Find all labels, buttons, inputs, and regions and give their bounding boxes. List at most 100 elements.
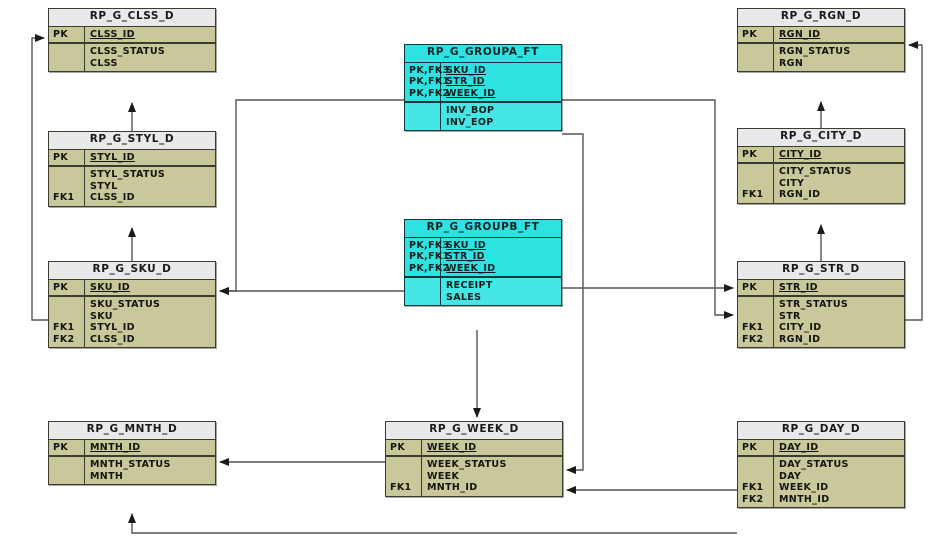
attribute: DAY [779, 470, 802, 482]
pk-key-column: PK,FK3 PK,FK1 PK,FK2 [405, 62, 450, 102]
entity-pk-section: PK WEEK_ID [386, 439, 562, 458]
entity-rp-g-str-d[interactable]: RP_G_STR_D PK STR_ID FK1 FK2 STR_STATUS … [737, 261, 905, 349]
attr-column: STYL_STATUS STYL CLSS_ID [85, 167, 215, 206]
attribute: CITY_ID [779, 148, 822, 160]
key-label: FK1 [742, 482, 764, 494]
attribute: STR_STATUS [779, 299, 849, 311]
attribute: STR_ID [779, 281, 818, 293]
attribute: CITY_STATUS [779, 166, 852, 178]
pk-attr-column: MNTH_ID [85, 440, 215, 456]
entity-attr-section: FK1 WEEK_STATUS WEEK MNTH_ID [386, 457, 562, 496]
key-label: PK [742, 441, 758, 453]
key-label: PK,FK1 [409, 76, 450, 88]
entity-rp-g-mnth-d[interactable]: RP_G_MNTH_D PK MNTH_ID MNTH_STATUS MNTH [48, 421, 216, 486]
attribute: WEEK_ID [779, 482, 829, 494]
entity-pk-section: PK STYL_ID [49, 149, 215, 168]
attribute: SKU_STATUS [90, 299, 161, 311]
key-label: PK,FK1 [409, 251, 450, 263]
attribute: CITY [779, 177, 805, 189]
attr-column: RGN_STATUS RGN [774, 44, 904, 71]
attribute: SKU [90, 310, 113, 322]
attribute: STR [779, 310, 801, 322]
entity-attr-section: FK1 CITY_STATUS CITY RGN_ID [738, 164, 904, 203]
entity-title: RP_G_CITY_D [738, 129, 904, 147]
fk-key-column [49, 44, 85, 72]
attribute: MNTH_ID [427, 482, 478, 494]
entity-rp-g-groupb-ft[interactable]: RP_G_GROUPB_FT PK,FK3 PK,FK1 PK,FK2 SKU_… [404, 219, 562, 307]
pk-key-column: PK [386, 439, 422, 456]
pk-key-column: PK [49, 149, 85, 166]
entity-title: RP_G_SKU_D [49, 262, 215, 280]
attribute: RGN_ID [779, 333, 821, 345]
attribute: MNTH_ID [779, 493, 830, 505]
attribute: MNTH_ID [90, 441, 141, 453]
pk-attr-column: SKU_ID STR_ID WEEK_ID [441, 63, 561, 102]
entity-title: RP_G_GROUPA_FT [405, 45, 561, 63]
attr-column: RECEIPT SALES [441, 278, 561, 305]
attribute: CLSS_ID [90, 28, 135, 40]
attr-column: INV_BOP INV_EOP [441, 103, 561, 130]
entity-rp-g-city-d[interactable]: RP_G_CITY_D PK CITY_ID FK1 CITY_STATUS C… [737, 128, 905, 204]
pk-key-column: PK [738, 146, 774, 163]
entity-rp-g-week-d[interactable]: RP_G_WEEK_D PK WEEK_ID FK1 WEEK_STATUS W… [385, 421, 563, 497]
key-label: PK [390, 441, 406, 453]
entity-rp-g-sku-d[interactable]: RP_G_SKU_D PK SKU_ID FK1 FK2 SKU_STATUS … [48, 261, 216, 349]
entity-rp-g-day-d[interactable]: RP_G_DAY_D PK DAY_ID FK1 FK2 DAY_STATUS … [737, 421, 905, 509]
entity-pk-section: PK,FK3 PK,FK1 PK,FK2 SKU_ID STR_ID WEEK_… [405, 237, 561, 279]
attribute: STYL [90, 180, 118, 192]
key-label: PK [53, 28, 69, 40]
key-label: PK,FK2 [409, 87, 450, 99]
attribute: MNTH_STATUS [90, 459, 171, 471]
link-sku-clss [31, 34, 48, 321]
pk-key-column: PK,FK3 PK,FK1 PK,FK2 [405, 237, 450, 277]
fk-key-column: FK1 FK2 [738, 457, 774, 508]
attribute: MNTH [90, 470, 124, 482]
key-label: PK,FK2 [409, 262, 450, 274]
link-day-mnth [128, 513, 737, 534]
key-label: FK2 [53, 333, 75, 345]
key-label: PK [742, 281, 758, 293]
entity-attr-section: FK1 FK2 STR_STATUS STR CITY_ID RGN_ID [738, 297, 904, 348]
key-label: FK1 [53, 322, 75, 334]
key-label: FK2 [742, 333, 764, 345]
attribute: INV_BOP [446, 105, 495, 117]
entity-title: RP_G_GROUPB_FT [405, 220, 561, 238]
key-label: PK,FK3 [409, 64, 450, 76]
attr-column: SKU_STATUS SKU STYL_ID CLSS_ID [85, 297, 215, 347]
link-str-rgn [905, 41, 923, 321]
attribute: RECEIPT [446, 280, 493, 292]
pk-attr-column: STR_ID [774, 280, 904, 296]
attribute: STR_ID [446, 251, 485, 263]
attr-column: STR_STATUS STR CITY_ID RGN_ID [774, 297, 904, 347]
attribute: STYL_STATUS [90, 169, 166, 181]
key-label: FK1 [742, 322, 764, 334]
attribute: SKU_ID [446, 239, 487, 251]
attribute: CLSS [90, 57, 118, 69]
entity-pk-section: PK RGN_ID [738, 26, 904, 45]
entity-rp-g-clss-d[interactable]: RP_G_CLSS_D PK CLSS_ID CLSS_STATUS CLSS [48, 8, 216, 73]
entity-rp-g-styl-d[interactable]: RP_G_STYL_D PK STYL_ID FK1 STYL_STATUS S… [48, 131, 216, 207]
pk-attr-column: STYL_ID [85, 150, 215, 166]
attribute: WEEK_ID [427, 441, 477, 453]
entity-pk-section: PK SKU_ID [49, 279, 215, 298]
fk-key-column: FK1 [49, 167, 85, 206]
attribute: RGN_STATUS [779, 46, 851, 58]
entity-pk-section: PK,FK3 PK,FK1 PK,FK2 SKU_ID STR_ID WEEK_… [405, 62, 561, 104]
attribute: CITY_ID [779, 322, 822, 334]
pk-attr-column: RGN_ID [774, 27, 904, 43]
entity-title: RP_G_RGN_D [738, 9, 904, 27]
attr-column: CITY_STATUS CITY RGN_ID [774, 164, 904, 203]
entity-pk-section: PK DAY_ID [738, 439, 904, 458]
pk-key-column: PK [49, 439, 85, 456]
pk-key-column: PK [738, 279, 774, 296]
attribute: SKU_ID [90, 281, 131, 293]
attribute: DAY_ID [779, 441, 819, 453]
attribute: SKU_ID [446, 64, 487, 76]
pk-key-column: PK [738, 439, 774, 456]
pk-attr-column: CITY_ID [774, 147, 904, 163]
entity-rp-g-rgn-d[interactable]: RP_G_RGN_D PK RGN_ID RGN_STATUS RGN [737, 8, 905, 73]
fk-key-column [405, 103, 441, 131]
pk-attr-column: CLSS_ID [85, 27, 215, 43]
entity-rp-g-groupa-ft[interactable]: RP_G_GROUPA_FT PK,FK3 PK,FK1 PK,FK2 SKU_… [404, 44, 562, 132]
entity-title: RP_G_STYL_D [49, 132, 215, 150]
